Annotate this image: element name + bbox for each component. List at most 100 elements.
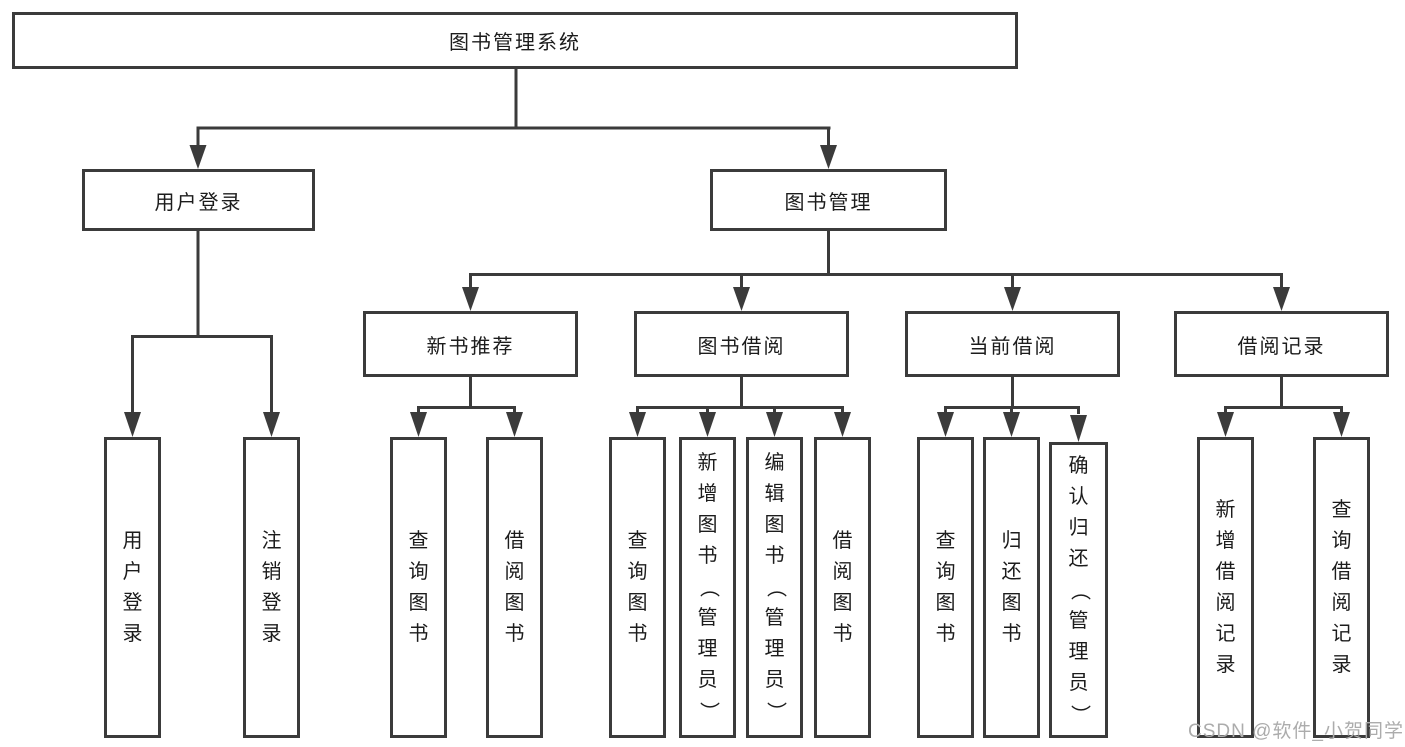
- label-char: 图: [504, 591, 525, 614]
- connector-borrow-records-children: [1224, 377, 1343, 414]
- label-char: 图: [1001, 591, 1022, 614]
- arrowhead: [1070, 415, 1087, 442]
- label-char: 阅: [504, 560, 525, 583]
- label-char: ）: [697, 701, 719, 722]
- leaf-return-books-label: 归还图书: [986, 440, 1037, 735]
- label-char: 书: [935, 622, 956, 645]
- leaf-user-login: 用户登录: [104, 437, 161, 738]
- label-char: 员: [764, 669, 785, 691]
- label-char: （: [764, 577, 786, 598]
- arrowhead: [506, 412, 523, 437]
- label-char: 还: [1068, 547, 1089, 570]
- arrowhead: [733, 287, 750, 311]
- label-char: 书: [627, 622, 648, 645]
- node-user-login: 用户登录: [82, 169, 315, 231]
- label-char: 图: [935, 591, 956, 614]
- label-char: （: [697, 577, 719, 598]
- label-char: 新: [1215, 498, 1236, 521]
- label-char: 查: [935, 529, 956, 552]
- node-root-label: 图书管理系统: [449, 32, 581, 54]
- leaf-logout-label: 注销登录: [246, 440, 297, 735]
- arrowhead: [189, 145, 207, 169]
- label-char: 图: [832, 591, 853, 614]
- label-char: 确: [1068, 454, 1089, 477]
- label-char: 询: [408, 560, 429, 583]
- node-current-borrow-label: 当前借阅: [968, 335, 1057, 358]
- label-char: 查: [408, 529, 429, 552]
- label-char: 询: [627, 560, 648, 583]
- label-char: 管: [1068, 609, 1089, 632]
- leaf-logout: 注销登录: [243, 437, 300, 738]
- label-char: 编: [764, 452, 785, 474]
- label-char: 辑: [764, 483, 785, 505]
- leaf-query-borrow-record: 查询借阅记录: [1313, 437, 1370, 738]
- label-char: 录: [261, 622, 282, 645]
- arrowhead: [263, 412, 280, 437]
- arrowhead: [1273, 287, 1290, 311]
- leaf-query-books-current: 查询图书: [917, 437, 974, 738]
- arrowhead: [410, 412, 427, 437]
- node-root: 图书管理系统: [12, 12, 1018, 69]
- connector-user-login-children: [131, 231, 273, 414]
- label-char: 户: [122, 560, 143, 583]
- label-char: 图: [697, 514, 718, 536]
- node-book-management: 图书管理: [710, 169, 947, 231]
- label-char: 书: [832, 622, 853, 645]
- connector-book-management-children: [469, 231, 1283, 290]
- label-char: 借: [504, 529, 525, 552]
- node-current-borrow: 当前借阅: [905, 311, 1120, 377]
- node-user-login-label: 用户登录: [154, 191, 243, 214]
- node-book-management-label: 图书管理: [784, 191, 873, 214]
- leaf-return-books: 归还图书: [983, 437, 1040, 738]
- leaf-borrow-books-label: 借阅图书: [817, 440, 868, 735]
- label-char: 书: [1001, 622, 1022, 645]
- leaf-confirm-return-admin-label: 确认归还（管理员）: [1052, 445, 1105, 735]
- arrowhead: [124, 412, 141, 437]
- leaf-query-books-recommend: 查询图书: [390, 437, 447, 738]
- label-char: 管: [697, 607, 718, 629]
- arrowhead: [937, 412, 954, 437]
- label-char: 查: [1331, 498, 1352, 521]
- leaf-add-books-admin: 新增图书（管理员）: [679, 437, 736, 738]
- leaf-edit-books-admin-label: 编辑图书（管理员）: [749, 440, 800, 735]
- label-char: 用: [122, 529, 143, 552]
- leaf-query-borrow-record-label: 查询借阅记录: [1316, 440, 1367, 735]
- label-char: 录: [122, 622, 143, 645]
- label-char: 询: [935, 560, 956, 583]
- label-char: 书: [408, 622, 429, 645]
- label-char: 注: [261, 529, 282, 552]
- label-char: 书: [504, 622, 525, 645]
- label-char: 借: [1331, 560, 1352, 583]
- label-char: ）: [764, 701, 786, 722]
- node-book-borrow: 图书借阅: [634, 311, 849, 377]
- leaf-edit-books-admin: 编辑图书（管理员）: [746, 437, 803, 738]
- leaf-add-borrow-record: 新增借阅记录: [1197, 437, 1254, 738]
- label-char: 借: [832, 529, 853, 552]
- label-char: 阅: [1215, 591, 1236, 614]
- node-new-book-recommend: 新书推荐: [363, 311, 578, 377]
- csdn-watermark: CSDN @软件_小贺同学: [1188, 721, 1404, 742]
- connector-book-borrow-children: [636, 377, 844, 414]
- label-char: 还: [1001, 560, 1022, 583]
- leaf-user-login-label: 用户登录: [107, 440, 158, 735]
- node-book-borrow-label: 图书借阅: [697, 335, 786, 358]
- arrowhead: [1004, 287, 1021, 311]
- label-char: 登: [261, 591, 282, 614]
- label-char: 理: [1068, 640, 1089, 663]
- label-char: 借: [1215, 560, 1236, 583]
- label-char: 阅: [1331, 591, 1352, 614]
- label-char: 管: [764, 607, 785, 629]
- label-char: ）: [1068, 704, 1090, 724]
- leaf-borrow-books: 借阅图书: [814, 437, 871, 738]
- leaf-confirm-return-admin: 确认归还（管理员）: [1049, 442, 1108, 738]
- arrowhead: [820, 145, 837, 169]
- label-char: 登: [122, 591, 143, 614]
- connector-current-borrow-children: [944, 377, 1080, 414]
- node-new-book-recommend-label: 新书推荐: [426, 335, 515, 358]
- label-char: 询: [1331, 529, 1352, 552]
- label-char: 销: [261, 560, 282, 583]
- leaf-query-books-borrow: 查询图书: [609, 437, 666, 738]
- label-char: 认: [1068, 485, 1089, 508]
